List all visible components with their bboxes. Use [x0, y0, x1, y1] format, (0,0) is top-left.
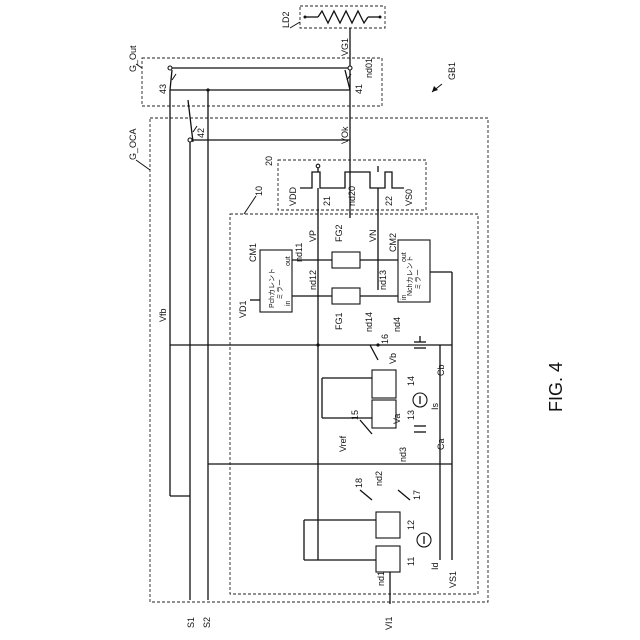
figure-label: FIG. 4: [546, 362, 566, 412]
ld2-resistor: [318, 11, 368, 23]
fg1-box: [332, 288, 360, 304]
cm1-label: CM1: [248, 243, 258, 262]
cm1-out: out: [285, 256, 292, 266]
nd01-label: nd01: [364, 58, 374, 78]
elem-42: 42: [196, 128, 206, 138]
nd4-label: nd4: [392, 317, 402, 332]
nd12-label: nd12: [308, 270, 318, 290]
elem-11: 11: [406, 557, 416, 566]
elem-41: 41: [354, 84, 364, 94]
vp-label: VP: [308, 230, 318, 242]
elem-17: 17: [412, 490, 422, 500]
cm2-in: in: [401, 294, 408, 300]
vb-label: Vb: [388, 353, 398, 364]
transistor-11: [376, 546, 400, 572]
nd1-label: nd1: [376, 571, 386, 586]
cm2-label: CM2: [388, 233, 398, 252]
vd1-label: VD1: [238, 300, 248, 318]
vdd-label: VDD: [288, 186, 298, 206]
vfb-label: Vfb: [158, 308, 168, 322]
ca-label: Ca: [436, 438, 446, 450]
nd2-label: nd2: [374, 471, 384, 486]
vs1-label: VS1: [448, 571, 458, 588]
block20-label: 20: [264, 156, 274, 166]
elem-43: 43: [158, 84, 168, 94]
fg1-label: FG1: [334, 312, 344, 330]
vs0-label: VS0: [404, 189, 414, 206]
elem-14: 14: [406, 376, 416, 386]
vref-label: Vref: [338, 435, 348, 452]
block10-label: 10: [254, 186, 264, 196]
pmirror-text: Pchカレント: [268, 268, 276, 308]
vn-label: VN: [368, 229, 378, 242]
is-label: Is: [430, 402, 440, 410]
schematic: LD2 VG1 G_Out 43 41 nd01 GB1 G_OCA: [128, 6, 488, 630]
fg2-box: [332, 252, 360, 268]
transistor-12: [376, 512, 400, 538]
elem-13: 13: [406, 410, 416, 420]
transistor-14: [372, 370, 396, 398]
elem-18: 18: [354, 478, 364, 488]
cm1-in: in: [285, 300, 292, 306]
cm2-out: out: [401, 252, 408, 262]
cb-label: Cb: [436, 364, 446, 376]
nmirror-text2: ミラー: [414, 269, 422, 290]
fg2-label: FG2: [334, 224, 344, 242]
cm2-box: [398, 240, 430, 302]
elem-15: 15: [350, 410, 360, 420]
nd20-label: nd20: [347, 186, 357, 206]
gb1-label: GB1: [447, 62, 457, 80]
elem-12: 12: [406, 520, 416, 530]
g-out-label: G_Out: [128, 45, 138, 72]
nd3-label: nd3: [398, 447, 408, 462]
nd13-label: nd13: [378, 270, 388, 290]
g-oca-label: G_OCA: [128, 128, 138, 160]
elem-22: 22: [384, 196, 394, 206]
id-label: Id: [430, 562, 440, 570]
vi1-label: VI1: [384, 616, 394, 630]
pmirror-text2: ミラー: [276, 279, 284, 300]
nd14-label: nd14: [364, 312, 374, 332]
elem-21: 21: [322, 196, 332, 206]
nd11-label: nd11: [294, 243, 304, 262]
g-oca-box: [150, 118, 488, 602]
ld2-label: LD2: [281, 11, 291, 28]
vok-label: VOk: [340, 126, 350, 144]
s1-label: S1: [186, 617, 196, 628]
va-label: Va: [392, 414, 402, 424]
vg1-label: VG1: [340, 38, 350, 56]
g-out-box: [142, 58, 382, 106]
elem-16: 16: [380, 334, 390, 344]
s2-label: S2: [202, 617, 212, 628]
